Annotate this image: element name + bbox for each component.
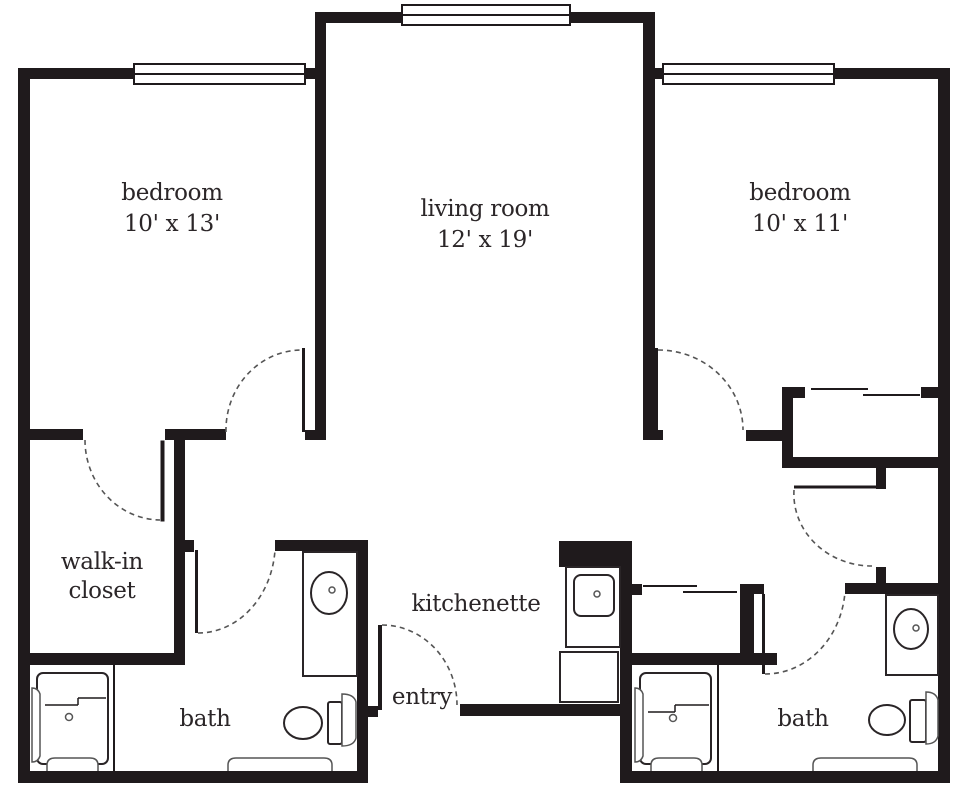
door-swings-right bbox=[657, 349, 873, 675]
door-swings-left bbox=[84, 349, 303, 634]
room-size: 10' x 11' bbox=[751, 211, 849, 237]
label-bedroom-left: bedroom 10' x 13' bbox=[92, 178, 252, 240]
label-entry: entry bbox=[384, 682, 460, 713]
window-right-bedroom bbox=[662, 63, 835, 85]
room-size: 10' x 13' bbox=[123, 211, 221, 237]
exterior-walls bbox=[18, 12, 950, 783]
label-living-room: living room 12' x 19' bbox=[390, 194, 580, 256]
label-bath-left: bath bbox=[160, 704, 250, 735]
closet-line1: walk-in bbox=[60, 549, 144, 575]
room-name: bedroom bbox=[749, 180, 851, 206]
right-bath-fixtures bbox=[634, 594, 939, 771]
center-walls bbox=[368, 541, 632, 783]
window-living-room bbox=[401, 4, 571, 26]
room-name: entry bbox=[391, 684, 453, 710]
label-bedroom-right: bedroom 10' x 11' bbox=[720, 178, 880, 240]
left-interior-walls bbox=[18, 348, 368, 783]
kitchenette-fixtures bbox=[559, 566, 621, 703]
room-name: bedroom bbox=[121, 180, 223, 206]
room-name: bath bbox=[777, 706, 829, 732]
left-bath-fixtures bbox=[31, 551, 358, 771]
room-size: 12' x 19' bbox=[436, 227, 534, 253]
window-left-bedroom bbox=[133, 63, 306, 85]
right-interior-walls bbox=[632, 348, 942, 772]
closet-line2: closet bbox=[68, 578, 136, 604]
room-name: living room bbox=[420, 196, 550, 222]
label-bath-right: bath bbox=[758, 704, 848, 735]
label-kitchenette: kitchenette bbox=[396, 589, 556, 620]
label-walk-in-closet: walk-in closet bbox=[36, 548, 168, 606]
windows bbox=[133, 4, 835, 85]
room-name: kitchenette bbox=[411, 591, 541, 617]
room-name: bath bbox=[179, 706, 231, 732]
